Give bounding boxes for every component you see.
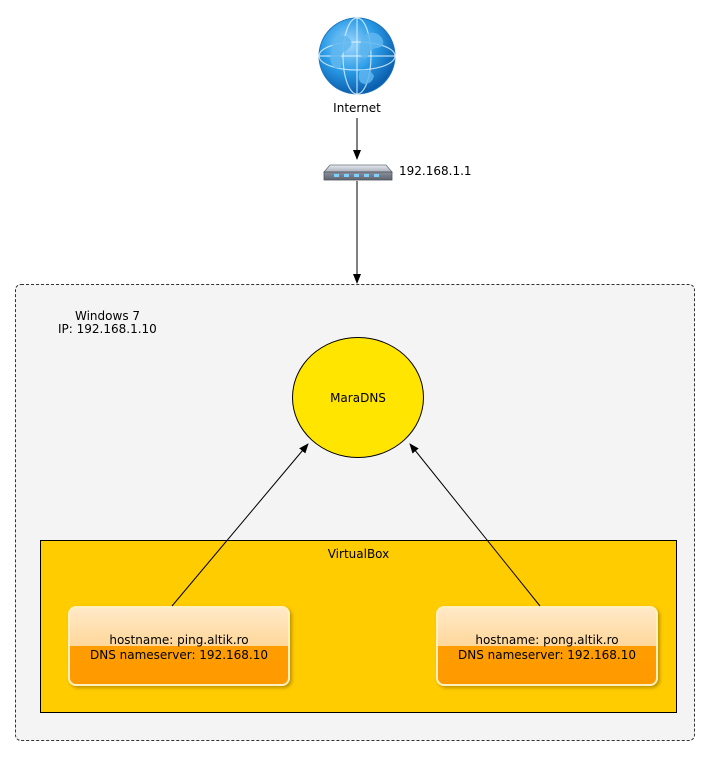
host-ip-label: IP: 192.168.1.10 — [58, 322, 157, 336]
vm-ping-hostname: hostname: ping.altik.ro — [109, 633, 249, 647]
maradns-label: MaraDNS — [330, 390, 386, 405]
vm-pong-hostname: hostname: pong.altik.ro — [475, 633, 619, 647]
internet-label: Internet — [333, 101, 381, 115]
router-icon — [323, 164, 393, 181]
maradns-node: MaraDNS — [292, 337, 424, 458]
vm-ping-dns: DNS nameserver: 192.168.10 — [89, 648, 269, 662]
vm-ping-node: hostname: ping.altik.ro DNS nameserver: … — [68, 606, 290, 686]
router-ip-label: 192.168.1.1 — [399, 164, 472, 178]
pong-to-maradns-arrow — [409, 443, 541, 607]
ping-to-maradns-arrow — [171, 443, 309, 607]
vm-pong-dns: DNS nameserver: 192.168.10 — [457, 648, 637, 662]
host-os-label: Windows 7 — [75, 309, 141, 323]
globe-icon — [318, 17, 396, 95]
vm-pong-node: hostname: pong.altik.ro DNS nameserver: … — [436, 606, 658, 686]
virtualbox-label: VirtualBox — [327, 547, 390, 561]
